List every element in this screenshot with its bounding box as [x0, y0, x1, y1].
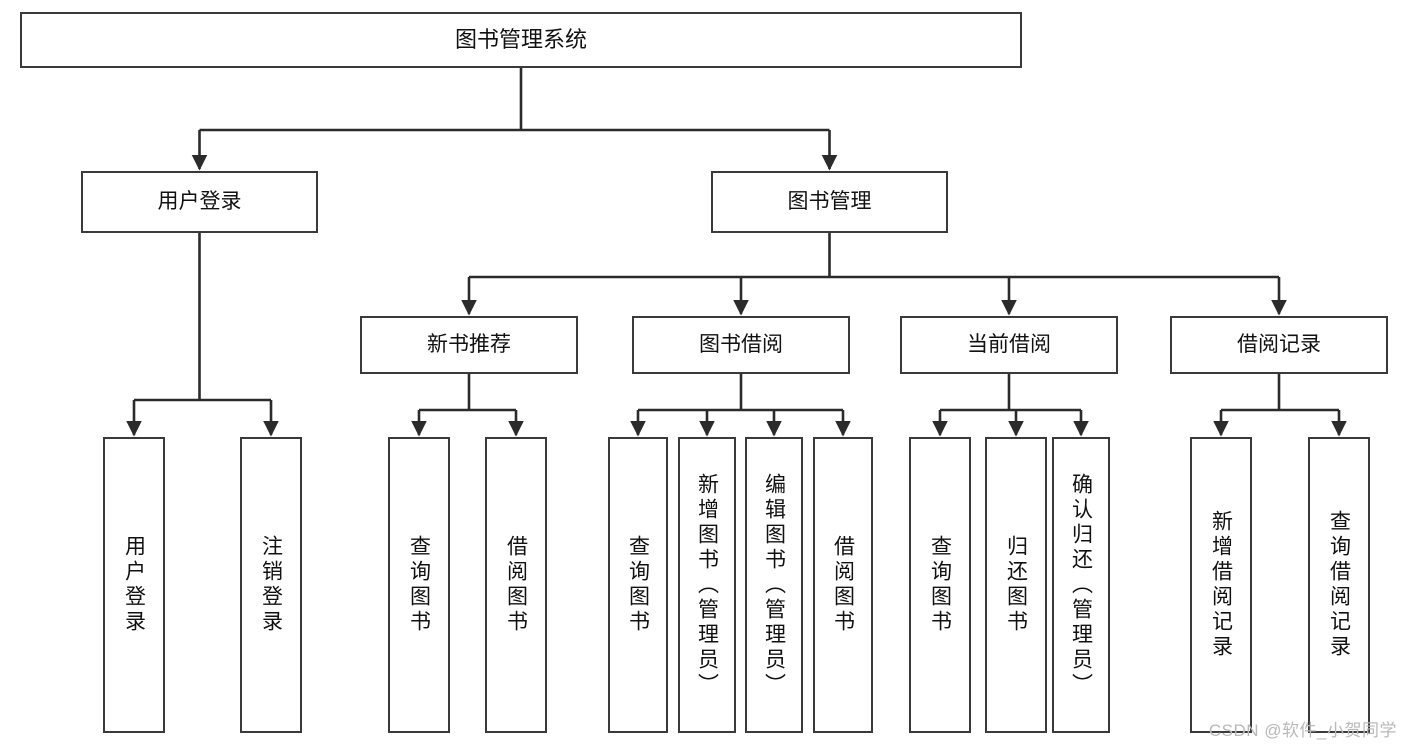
- node-label: 查询图书: [626, 535, 650, 635]
- node-current-borrow[interactable]: 当前借阅: [900, 316, 1118, 374]
- node-label: 新书推荐: [427, 332, 511, 356]
- node-label: 编辑图书（管理员）: [762, 472, 786, 698]
- node-leaf-query-book-1[interactable]: 查询图书: [388, 437, 450, 733]
- node-user-login[interactable]: 用户登录: [81, 171, 318, 233]
- node-label: 查询图书: [928, 535, 952, 635]
- node-label: 查询借阅记录: [1327, 510, 1351, 660]
- node-leaf-user-login[interactable]: 用户登录: [103, 437, 165, 733]
- node-leaf-user-logout[interactable]: 注销登录: [240, 437, 302, 733]
- node-label: 新增借阅记录: [1209, 510, 1233, 660]
- node-label: 归还图书: [1004, 535, 1028, 635]
- node-label: 图书管理系统: [454, 27, 587, 53]
- node-label: 用户登录: [157, 189, 242, 213]
- node-label: 用户登录: [122, 535, 146, 635]
- node-label: 新增图书（管理员）: [695, 472, 719, 698]
- node-leaf-query-book-2[interactable]: 查询图书: [608, 437, 668, 733]
- node-label: 借阅图书: [831, 535, 855, 635]
- node-label: 借阅图书: [504, 535, 528, 635]
- node-root[interactable]: 图书管理系统: [20, 12, 1022, 68]
- node-leaf-add-book[interactable]: 新增图书（管理员）: [678, 437, 736, 733]
- node-label: 注销登录: [259, 535, 283, 635]
- node-book-borrow[interactable]: 图书借阅: [632, 316, 850, 374]
- node-leaf-query-record[interactable]: 查询借阅记录: [1308, 437, 1370, 733]
- node-leaf-return-book[interactable]: 归还图书: [985, 437, 1047, 733]
- node-leaf-confirm-return[interactable]: 确认归还（管理员）: [1052, 437, 1110, 733]
- node-label: 当前借阅: [967, 332, 1051, 356]
- csdn-watermark: CSDN @软件_小贺同学: [1208, 721, 1397, 740]
- node-label: 图书管理: [787, 189, 872, 213]
- node-label: 借阅记录: [1237, 332, 1321, 356]
- node-book-manage[interactable]: 图书管理: [711, 171, 948, 233]
- node-leaf-borrow-book-1[interactable]: 借阅图书: [485, 437, 547, 733]
- node-borrow-record[interactable]: 借阅记录: [1170, 316, 1388, 374]
- node-label: 图书借阅: [699, 332, 783, 356]
- node-leaf-add-record[interactable]: 新增借阅记录: [1190, 437, 1252, 733]
- node-leaf-borrow-book-2[interactable]: 借阅图书: [813, 437, 873, 733]
- node-label: 查询图书: [407, 535, 431, 635]
- node-leaf-edit-book[interactable]: 编辑图书（管理员）: [745, 437, 803, 733]
- node-new-book-recommend[interactable]: 新书推荐: [360, 316, 578, 374]
- node-label: 确认归还（管理员）: [1069, 472, 1093, 698]
- node-leaf-query-book-3[interactable]: 查询图书: [909, 437, 971, 733]
